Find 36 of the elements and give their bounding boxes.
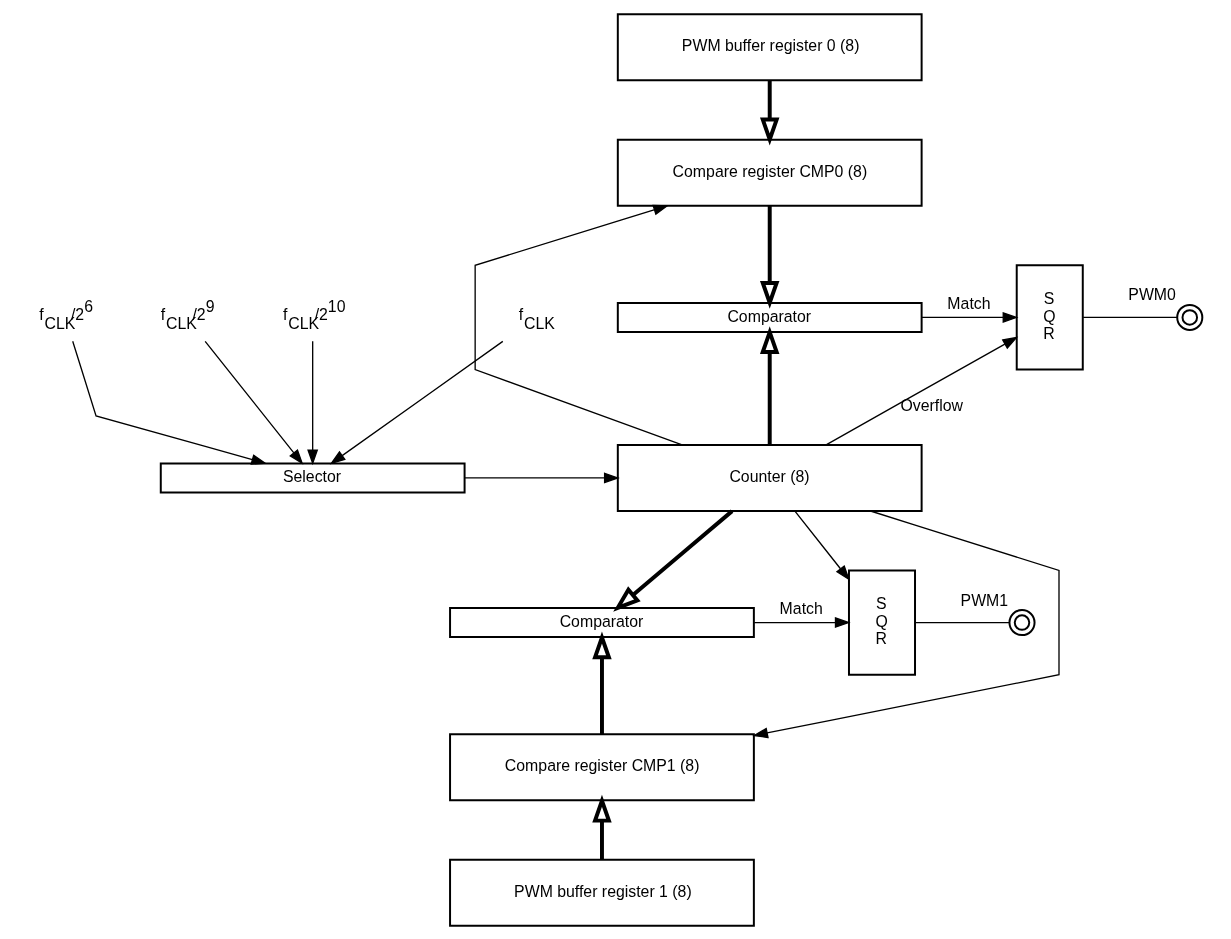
edge-label: Match xyxy=(779,599,823,617)
arrow xyxy=(753,616,851,628)
node-box: Compare register CMP1 (8) xyxy=(449,732,755,801)
node-box: PWM buffer register 1 (8) xyxy=(449,858,755,927)
arrow xyxy=(463,471,620,483)
arrow xyxy=(921,311,1019,323)
node-label: PWM1 xyxy=(960,591,1009,609)
arrow xyxy=(825,336,1019,445)
arrow xyxy=(72,340,268,465)
arrow xyxy=(592,794,612,859)
node-box: Counter (8) xyxy=(616,443,923,512)
arrow xyxy=(794,509,851,581)
arrow xyxy=(592,631,612,734)
arrow xyxy=(204,340,304,465)
arrow xyxy=(474,204,683,445)
arrow xyxy=(760,325,780,445)
node-label: PWM0 xyxy=(1128,285,1176,303)
node-box: Compare register CMP0 (8) xyxy=(616,138,923,207)
arrow xyxy=(329,340,504,464)
arrow xyxy=(752,509,1060,738)
edge-label: Match xyxy=(947,294,991,312)
connector xyxy=(1082,316,1178,318)
node-box: S Q R xyxy=(848,568,916,676)
node-box: Selector xyxy=(159,461,466,493)
arrow xyxy=(613,509,734,612)
node-box: S Q R xyxy=(1015,263,1084,371)
node-box: Comparator xyxy=(616,301,923,333)
connector xyxy=(914,621,1010,623)
node-circle xyxy=(1176,303,1204,331)
node-circle xyxy=(1008,608,1036,636)
arrow xyxy=(760,80,780,145)
arrow xyxy=(760,205,780,309)
node-box: Comparator xyxy=(449,606,755,638)
node-box: PWM buffer register 0 (8) xyxy=(616,12,923,81)
edge-label: Overflow xyxy=(900,396,963,414)
arrow xyxy=(307,340,319,465)
